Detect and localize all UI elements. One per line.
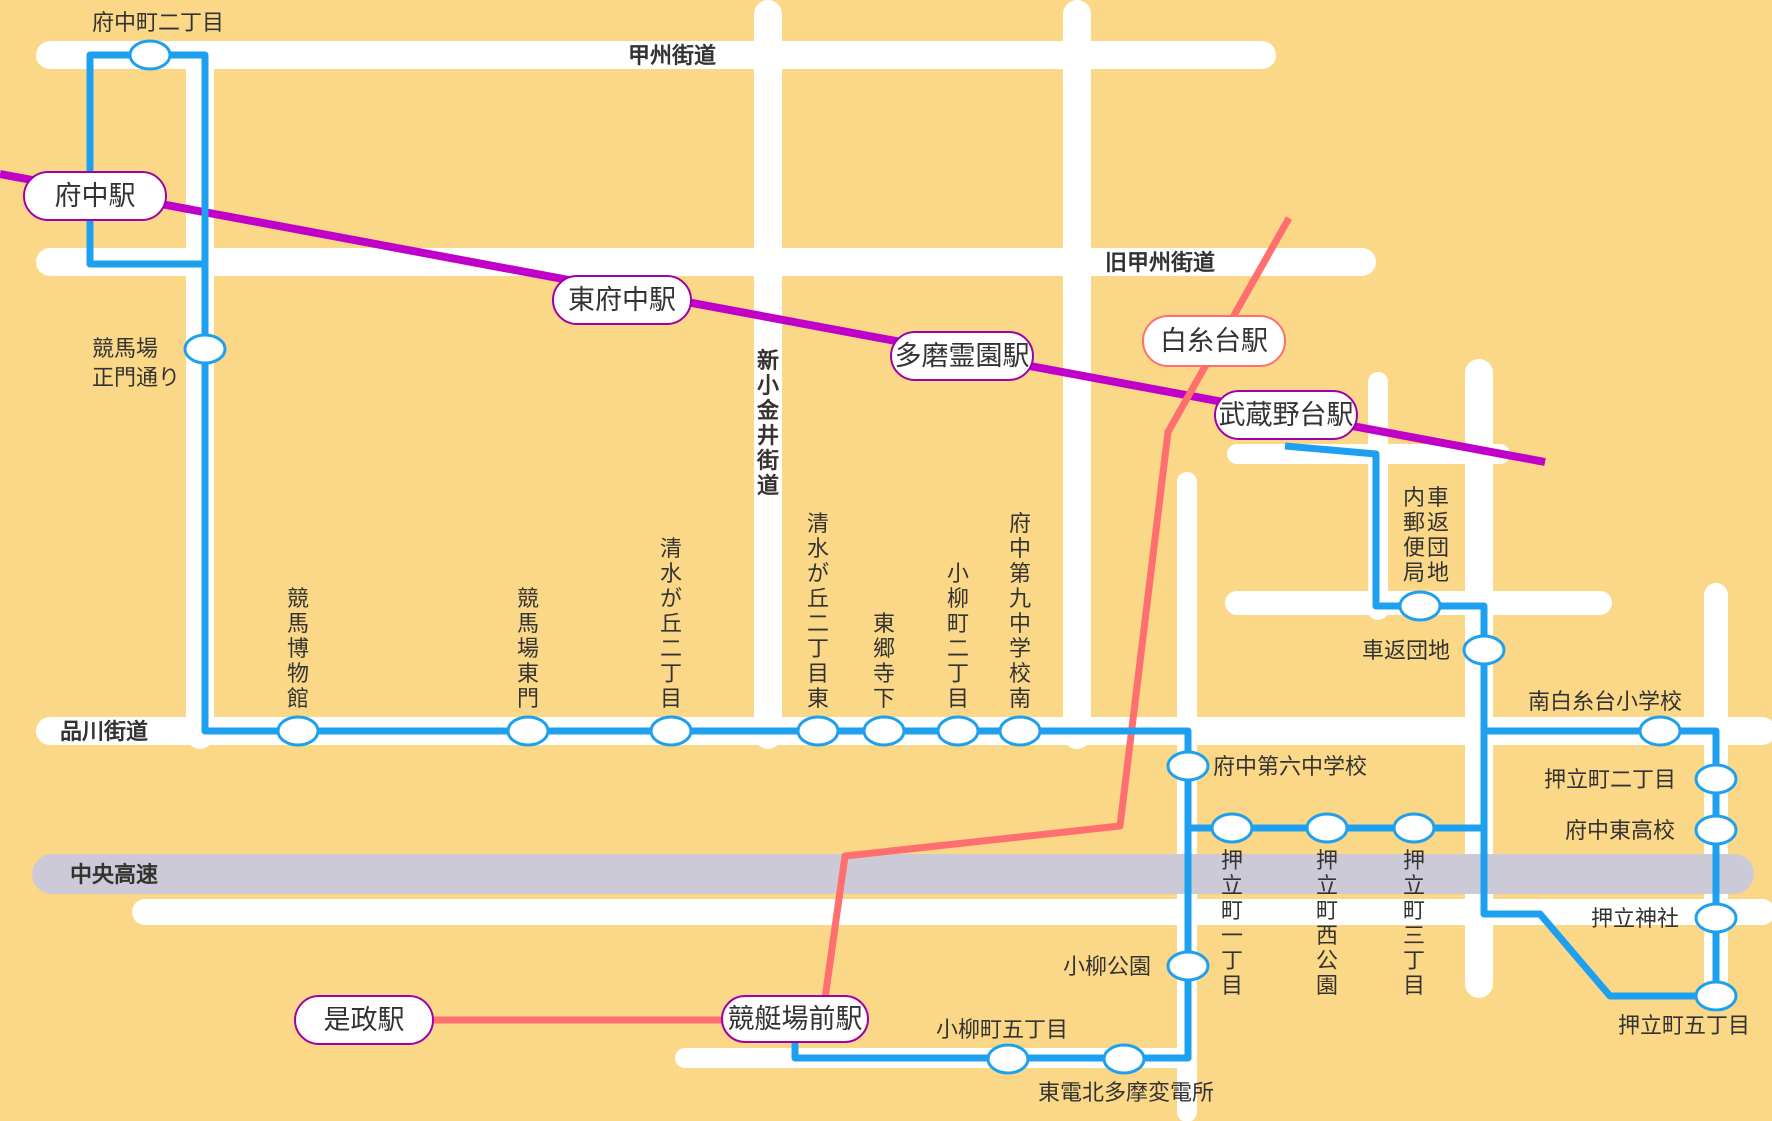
- station-fuchu[interactable]: 府中駅: [23, 171, 167, 221]
- label-oshitate-jinja: 押立神社: [1591, 907, 1679, 932]
- stop-fuchucho-2[interactable]: [128, 39, 172, 71]
- label-fuchu-9chu-minami: 府中第九中学校南: [1009, 512, 1031, 712]
- label-koyanagi-koen: 小柳公園: [1063, 955, 1151, 980]
- label-kurumagaeshi-danchi: 車返団地: [1362, 639, 1450, 664]
- label-kurumagaeshi-yubinkyoku: 車返団地内郵便局: [1403, 486, 1449, 586]
- stop-minami-shiraitodai-sho[interactable]: [1638, 715, 1682, 747]
- station-fuchu-label: 府中駅: [55, 181, 136, 212]
- label-koyanagi-5: 小柳町五丁目: [936, 1018, 1068, 1043]
- station-kyoteijomae[interactable]: 競艇場前駅: [721, 995, 869, 1043]
- bus-route: [86, 51, 1720, 1062]
- label-oshitate-1: 押立町一丁目: [1221, 849, 1243, 999]
- bus-stops: [128, 39, 1738, 1075]
- road-label-kyu-koshu: 旧甲州街道: [1105, 250, 1215, 276]
- station-koremasa-label: 是政駅: [324, 1005, 405, 1036]
- station-badges: 府中駅 東府中駅 多磨霊園駅 白糸台駅 武蔵野台駅 是政駅 競艇場前駅: [23, 171, 1358, 1045]
- label-togoji-shita: 東郷寺下: [873, 612, 895, 712]
- stop-kurumagaeshi-danchi[interactable]: [1462, 634, 1506, 666]
- label-keiba-hakubutsukan: 競馬博物館: [287, 587, 309, 712]
- stop-fuchu-9chu-minami[interactable]: [998, 715, 1042, 747]
- road-label-koshu: 甲州街道: [628, 43, 716, 69]
- stop-fuchu-higashi-ko[interactable]: [1694, 814, 1738, 846]
- station-koremasa[interactable]: 是政駅: [294, 995, 434, 1045]
- label-oshitate-2: 押立町二丁目: [1544, 768, 1676, 793]
- stop-keibajo-tomon[interactable]: [506, 715, 550, 747]
- road-label-chuo: 中央高速: [70, 862, 158, 888]
- stop-oshitate-1[interactable]: [1210, 812, 1254, 844]
- station-higashi-fuchu[interactable]: 東府中駅: [552, 275, 692, 325]
- station-higashi-fuchu-label: 東府中駅: [568, 285, 676, 316]
- label-fuchu-6chu: 府中第六中学校: [1213, 755, 1367, 780]
- label-minami-shiraitodai-sho: 南白糸台小学校: [1528, 690, 1682, 715]
- station-tama-reien-label: 多磨霊園駅: [895, 341, 1030, 372]
- label-oshitate-nishi-koen: 押立町西公園: [1316, 849, 1338, 999]
- road-label-shinagawa: 品川街道: [60, 719, 148, 745]
- stop-shimizugaoka-2-higashi[interactable]: [796, 715, 840, 747]
- bus-route-fuchu-loop: [86, 51, 205, 268]
- label-fuchucho-2: 府中町二丁目: [92, 11, 224, 36]
- stop-koyanagi-5[interactable]: [986, 1043, 1030, 1075]
- stop-oshitate-3[interactable]: [1392, 812, 1436, 844]
- label-shimizugaoka-2: 清水が丘二丁目: [660, 537, 682, 712]
- stop-oshitate-jinja[interactable]: [1694, 902, 1738, 934]
- stop-kurumagaeshi-yubinkyoku[interactable]: [1398, 590, 1442, 622]
- stop-oshitate-nishi-koen[interactable]: [1305, 812, 1349, 844]
- label-koyanagi-2: 小柳町二丁目: [947, 562, 969, 712]
- station-musashinodai[interactable]: 武蔵野台駅: [1214, 390, 1358, 440]
- stop-oshitate-5[interactable]: [1694, 980, 1738, 1012]
- stop-koyanagi-koen[interactable]: [1166, 950, 1210, 982]
- stop-fuchu-6chu[interactable]: [1166, 750, 1210, 782]
- label-keibajo-seimon-1: 競馬場: [92, 337, 158, 362]
- road-labels: 甲州街道 旧甲州街道 品川街道 中央高速 新小金井街道: [60, 43, 1215, 888]
- stop-shimizugaoka-2[interactable]: [649, 715, 693, 747]
- stop-keiba-hakubutsukan[interactable]: [276, 715, 320, 747]
- station-shiraitodai[interactable]: 白糸台駅: [1142, 315, 1286, 367]
- station-musashinodai-label: 武蔵野台駅: [1219, 400, 1354, 431]
- label-oshitate-3: 押立町三丁目: [1403, 849, 1425, 999]
- station-shiraitodai-label: 白糸台駅: [1160, 326, 1268, 357]
- bus-route-main: [150, 51, 1192, 1062]
- label-oshitate-5: 押立町五丁目: [1618, 1014, 1750, 1039]
- road-label-shinkoganei: 新小金井街道: [756, 348, 780, 499]
- stop-oshitate-2[interactable]: [1694, 763, 1738, 795]
- station-tama-reien[interactable]: 多磨霊園駅: [890, 331, 1034, 381]
- label-keibajo-seimon-2: 正門通り: [92, 366, 180, 391]
- label-shimizugaoka-2-higashi: 清水が丘二丁目東: [807, 512, 829, 712]
- stop-keibajo-seimon[interactable]: [183, 333, 227, 365]
- bus-route-kurumagaeshi: [1284, 442, 1716, 1000]
- label-keibajo-tomon: 競馬場東門: [517, 587, 539, 712]
- label-fuchu-higashi-ko: 府中東高校: [1565, 819, 1675, 844]
- stop-labels: 府中町二丁目 競馬場 正門通り 府中第六中学校 車返団地 南白糸台小学校 押立町…: [92, 11, 1750, 1106]
- stop-togoji-shita[interactable]: [862, 715, 906, 747]
- label-toden-hokutama: 東電北多摩変電所: [1038, 1081, 1214, 1106]
- stop-koyanagi-2[interactable]: [936, 715, 980, 747]
- stop-toden-hokutama[interactable]: [1102, 1043, 1146, 1075]
- station-kyoteijomae-label: 競艇場前駅: [728, 1004, 863, 1035]
